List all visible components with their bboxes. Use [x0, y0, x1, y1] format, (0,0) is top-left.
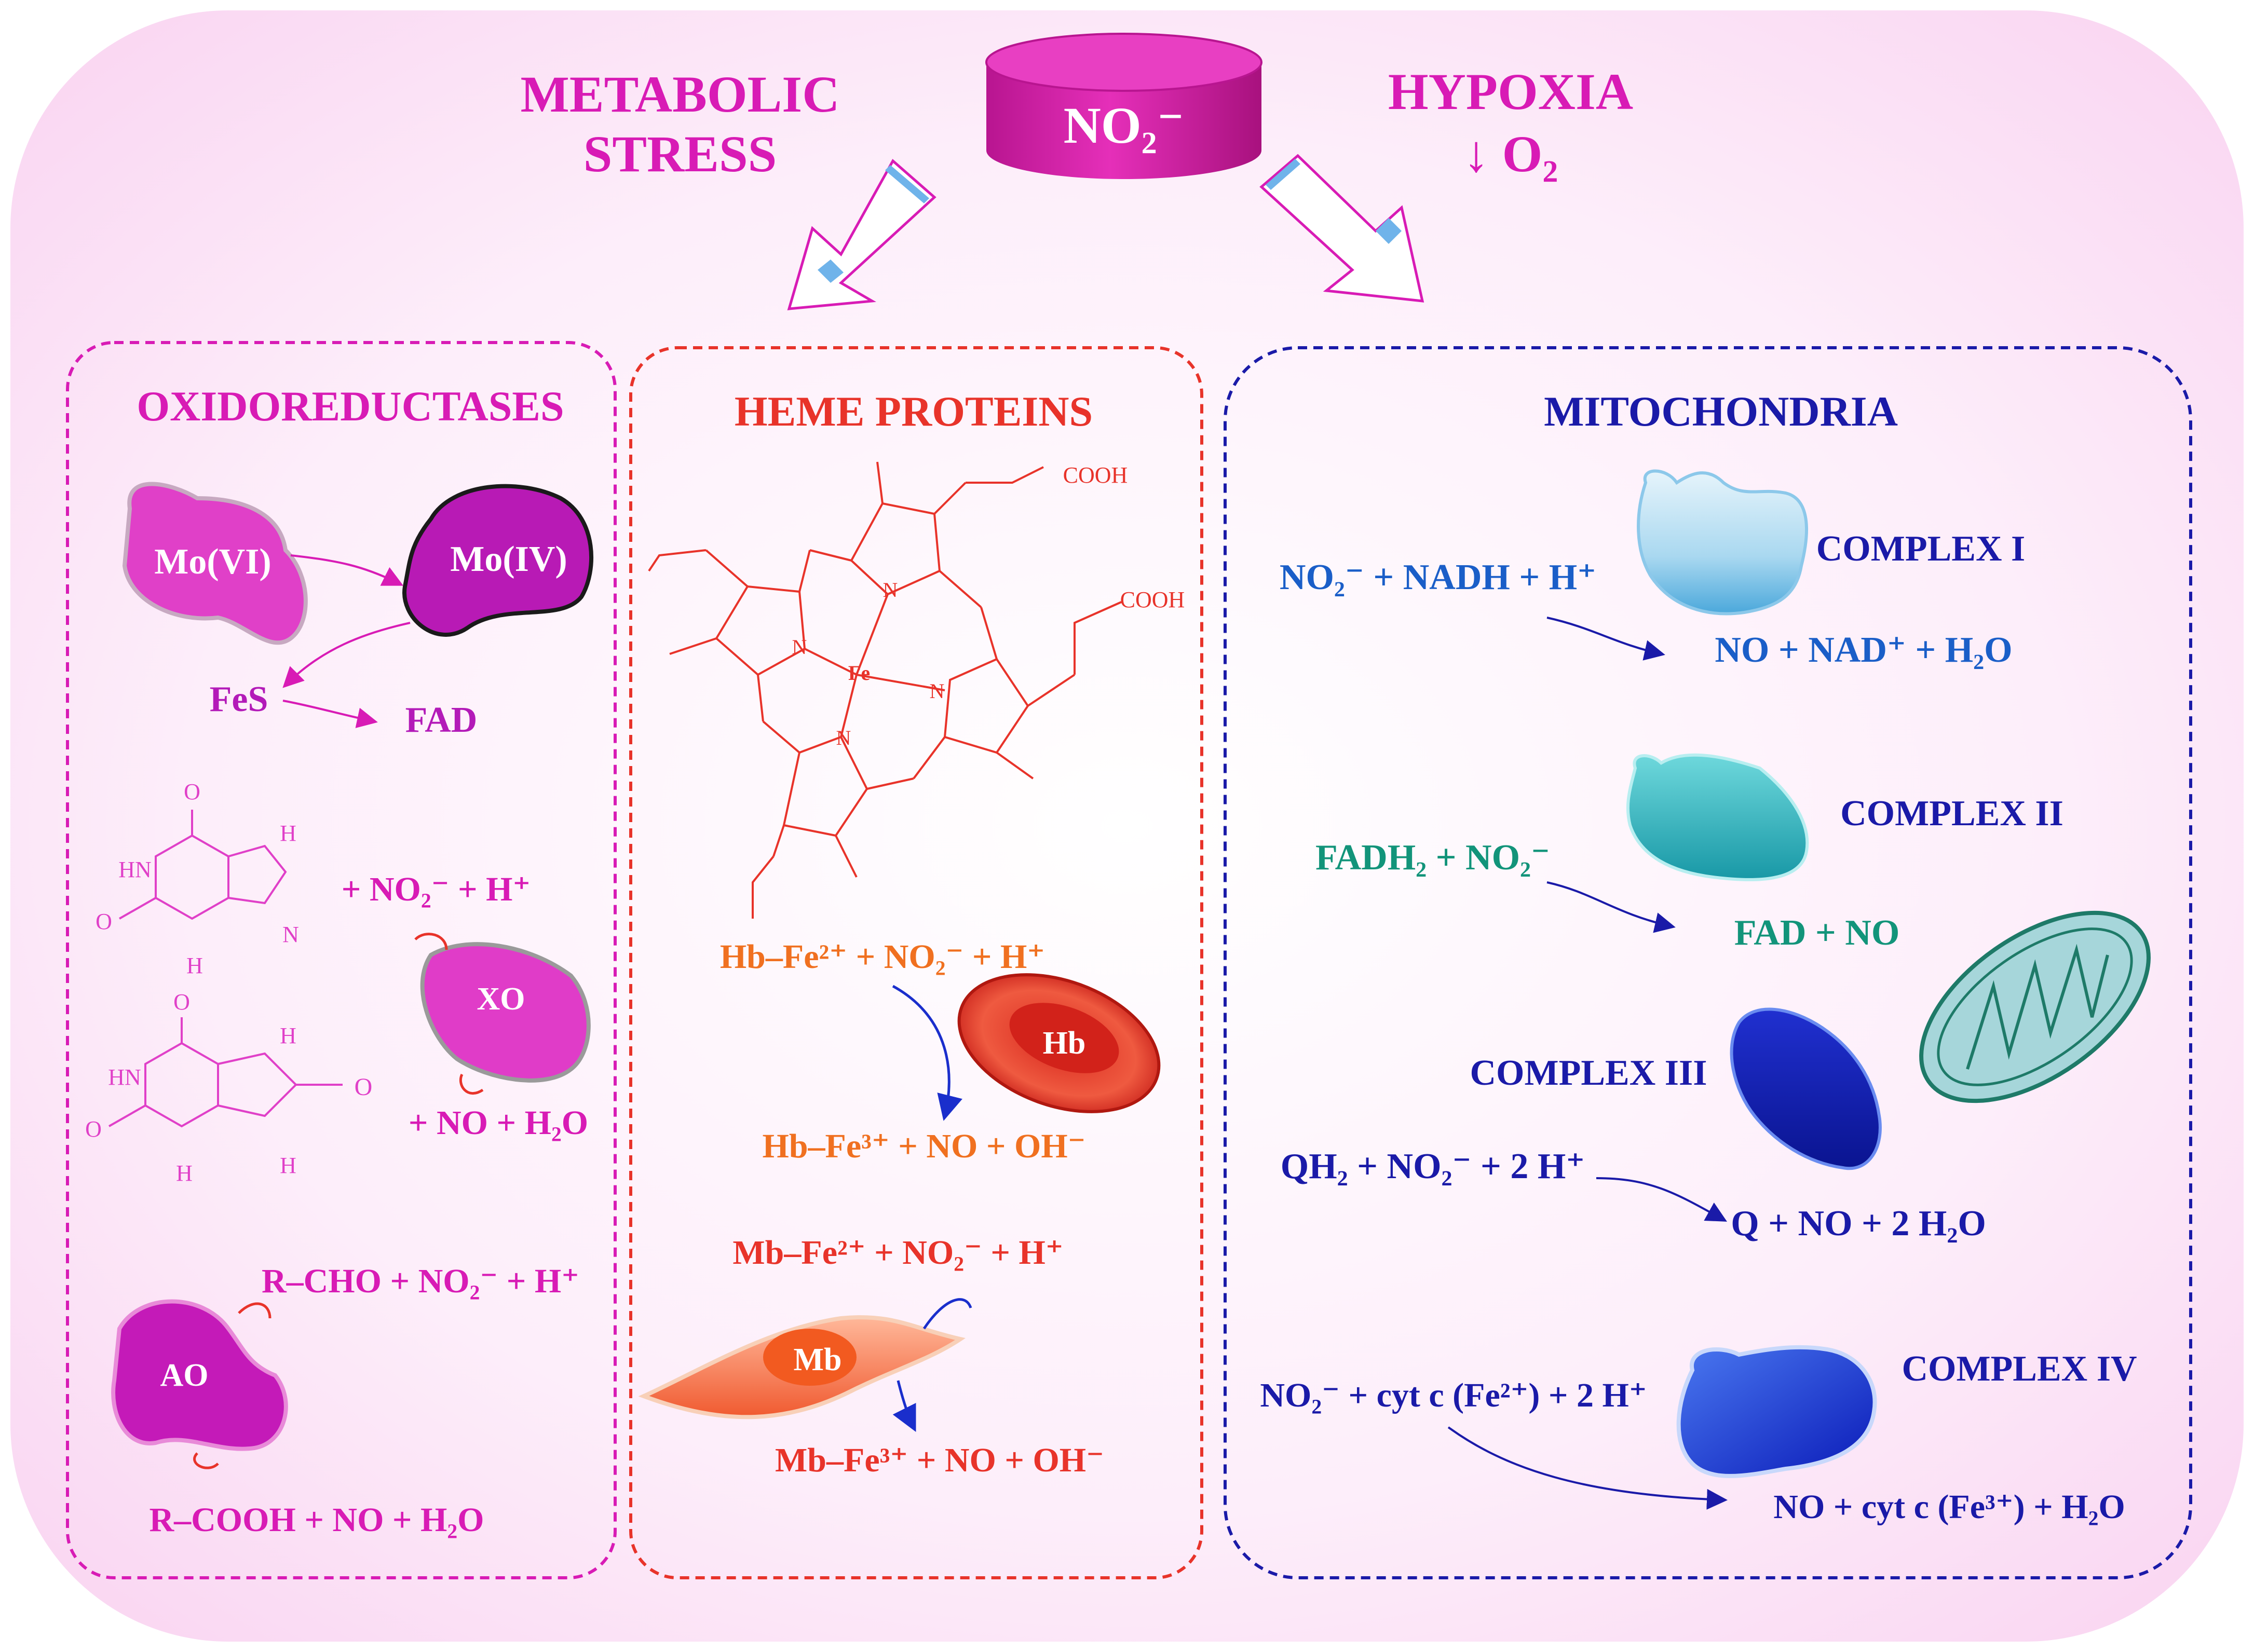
arrow-right-icon [1259, 154, 1424, 303]
mitochondria-title: MITOCHONDRIA [1544, 388, 1898, 435]
mb-cell-icon: Mb [638, 1315, 966, 1419]
xanthine-h2: H [280, 821, 296, 846]
complex-iv-reactants: NO₂⁻ + cyt c (Fe²⁺) + 2 H⁺ [1260, 1376, 1647, 1414]
metabolic-stress-line1: METABOLIC [521, 65, 840, 123]
hb-reactants: Hb–Fe²⁺ + NO₂⁻ + H⁺ [720, 938, 1045, 976]
complex-ii-icon [1626, 753, 1809, 881]
xanthine-o-top: O [184, 779, 200, 804]
complex-iii-products: Q + NO + 2 H₂O [1731, 1204, 1986, 1244]
heme-fe: Fe [848, 661, 870, 685]
mo4-enzyme-icon [402, 484, 593, 637]
mo6-enzyme-icon [122, 482, 308, 645]
xanthine-o-left: O [96, 909, 112, 934]
mo6-label: Mo(VI) [154, 542, 271, 582]
oxidoreductases-panel: OXIDOREDUCTASES Mo(VI) Mo(IV) FeS FAD O … [66, 341, 617, 1579]
complex-iii-icon [1730, 1007, 1882, 1170]
ao-label: AO [160, 1358, 209, 1393]
heme-n4: N [836, 726, 851, 749]
mb-label: Mb [794, 1342, 842, 1377]
heme-title: HEME PROTEINS [735, 388, 1093, 435]
fad-label: FAD [405, 700, 478, 740]
uric-h: H [176, 1161, 193, 1186]
hb-label: Hb [1043, 1026, 1086, 1061]
uric-hn: HN [108, 1064, 141, 1090]
complex-iii-reactants: QH₂ + NO₂⁻ + 2 H⁺ [1281, 1146, 1585, 1186]
xo-label: XO [477, 981, 525, 1017]
complex-i-products: NO + NAD⁺ + H₂O [1715, 630, 2012, 670]
hypoxia-line2: ↓ O₂ [1463, 125, 1558, 183]
xanthine-structure [119, 810, 287, 920]
metabolic-stress-line2: STRESS [583, 125, 777, 183]
uric-h2: H [280, 1023, 296, 1048]
uric-acid-structure [108, 1017, 343, 1128]
nitrite-cylinder: NO₂⁻ [985, 33, 1262, 179]
heme-cooh-2: COOH [1120, 587, 1185, 612]
ao-reactants: R–CHO + NO₂⁻ + H⁺ [262, 1262, 579, 1300]
heme-n1: N [883, 578, 898, 602]
hypoxia-line1: HYPOXIA [1388, 63, 1633, 120]
heme-structure [648, 461, 1122, 919]
mb-products: Mb–Fe³⁺ + NO + OH⁻ [775, 1441, 1104, 1479]
arrow-left-icon [787, 159, 936, 310]
heme-n3: N [930, 679, 945, 703]
mitochondrion-icon [1919, 910, 2151, 1103]
uric-o-top: O [173, 989, 190, 1015]
complex-iv-label: COMPLEX IV [1902, 1349, 2137, 1389]
heme-panel: HEME PROTEINS [629, 346, 1203, 1579]
mb-reactants: Mb–Fe²⁺ + NO₂⁻ + H⁺ [732, 1234, 1063, 1272]
uric-o-right: O [355, 1073, 373, 1101]
ao-enzyme-icon [111, 1299, 288, 1451]
header: METABOLIC STRESS NO₂⁻ HYPOXIA ↓ O₂ [521, 33, 1633, 310]
complex-i-reactants: NO₂⁻ + NADH + H⁺ [1280, 557, 1596, 597]
xo-enzyme-icon [420, 942, 591, 1083]
complex-iv-products: NO + cyt c (Fe³⁺) + H₂O [1773, 1488, 2125, 1526]
xo-reactants: + NO₂⁻ + H⁺ [342, 870, 531, 908]
complex-i-icon [1637, 469, 1808, 616]
xanthine-h: H [186, 953, 203, 978]
hb-cell-icon: Hb [957, 973, 1161, 1113]
complex-iii-label: COMPLEX III [1470, 1053, 1707, 1093]
uric-o-left: O [85, 1116, 102, 1142]
xo-products: + NO + H₂O [409, 1104, 588, 1142]
complex-i-label: COMPLEX I [1816, 529, 2026, 569]
mitochondria-panel: MITOCHONDRIA COMPLEX I NO₂⁻ + NADH + H⁺ … [1224, 346, 2192, 1579]
background-panel [10, 10, 2244, 1642]
heme-n2: N [792, 635, 807, 659]
uric-h3: H [280, 1153, 296, 1178]
fes-label: FeS [210, 679, 268, 719]
nitrite-label: NO₂⁻ [1064, 97, 1185, 154]
complex-ii-reactants: FADH₂ + NO₂⁻ [1315, 838, 1550, 878]
hb-products: Hb–Fe³⁺ + NO + OH⁻ [762, 1127, 1085, 1165]
mo4-label: Mo(IV) [450, 539, 567, 579]
ao-products: R–COOH + NO + H₂O [149, 1501, 484, 1539]
xanthine-hn: HN [118, 857, 152, 882]
xanthine-n: N [282, 922, 299, 947]
oxidoreductases-title: OXIDOREDUCTASES [137, 383, 564, 430]
complex-ii-products: FAD + NO [1734, 913, 1900, 953]
complex-iv-icon [1676, 1345, 1877, 1478]
heme-cooh-1: COOH [1063, 462, 1128, 488]
complex-ii-label: COMPLEX II [1840, 794, 2063, 834]
